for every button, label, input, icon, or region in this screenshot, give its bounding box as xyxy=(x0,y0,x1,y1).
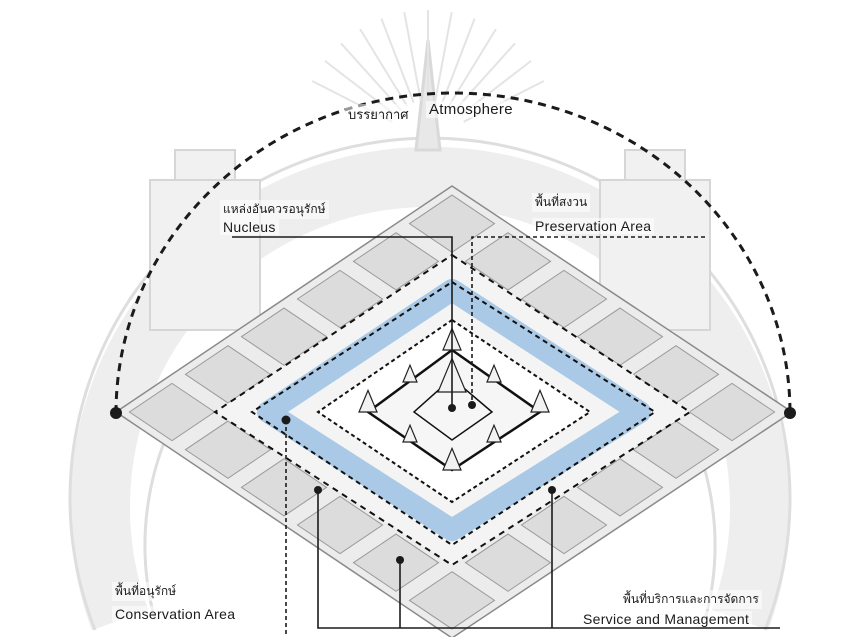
preservation-label-thai: พื้นที่สงวน xyxy=(532,193,590,212)
atmosphere-label-english: Atmosphere xyxy=(426,101,516,118)
conservation-label-english: Conservation Area xyxy=(112,606,238,622)
preservation-pointer-dot xyxy=(468,401,476,409)
service-label-english: Service and Management xyxy=(580,611,752,627)
service-pointer-dot-left xyxy=(314,486,322,494)
conservation-label-thai: พื้นที่อนุรักษ์ xyxy=(112,582,179,601)
nucleus-pointer-dot xyxy=(448,404,456,412)
service-pointer-dot-right xyxy=(548,486,556,494)
nucleus-label-english: Nucleus xyxy=(220,219,279,235)
preservation-label-english: Preservation Area xyxy=(532,218,654,234)
service-label-thai: พื้นที่บริการและการจัดการ xyxy=(620,590,762,609)
nucleus-label-thai: แหล่งอันควรอนุรักษ์ xyxy=(220,200,329,219)
conservation-pointer-dot xyxy=(282,416,291,425)
atmosphere-left-endpoint xyxy=(110,407,122,419)
service-pointer-dot-mid xyxy=(396,556,404,564)
atmosphere-label-thai: บรรยากาศ xyxy=(345,104,412,125)
atmosphere-right-endpoint xyxy=(784,407,796,419)
